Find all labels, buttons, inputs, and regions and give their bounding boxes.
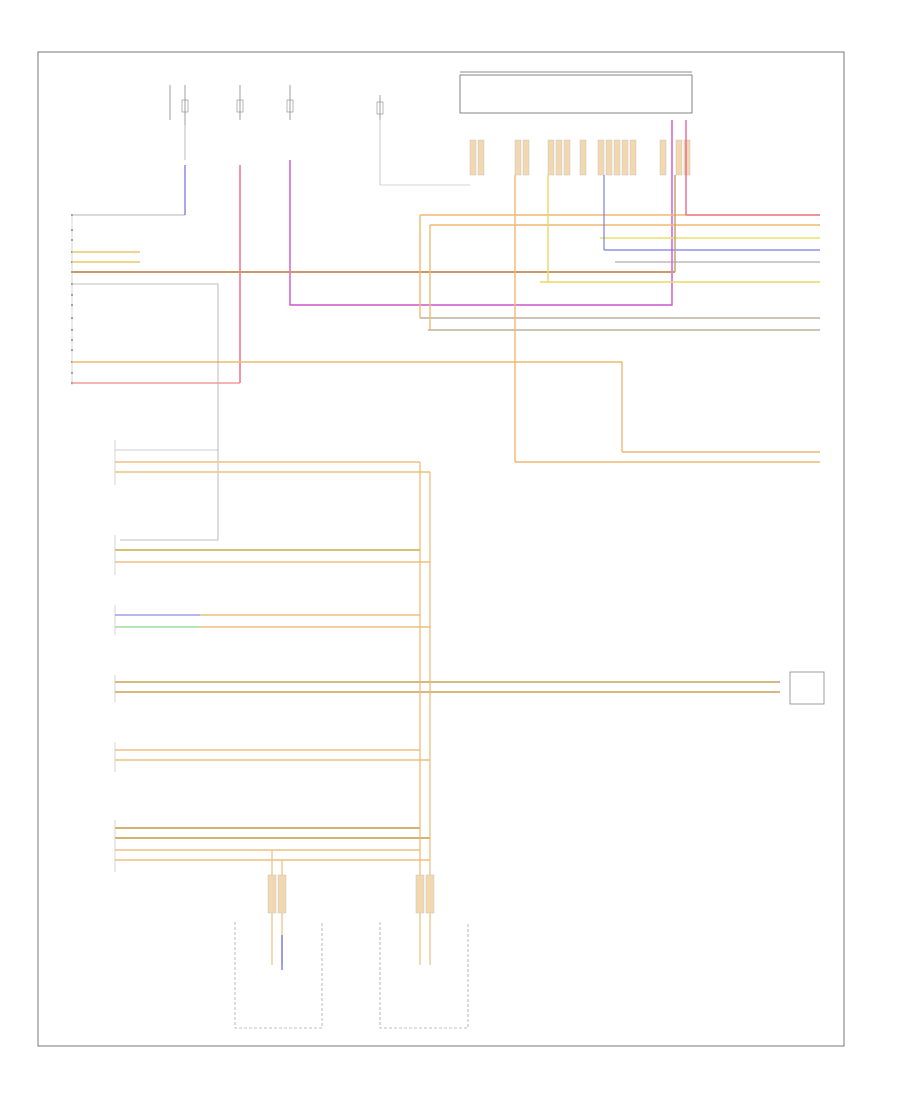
wire-orange-group-top	[72, 120, 820, 463]
wire-grey-1	[72, 283, 219, 541]
wire-blue-1	[72, 165, 186, 216]
left-bottom-connector	[234, 850, 323, 1029]
control-unit-pins	[469, 139, 691, 176]
module-5	[114, 742, 430, 772]
fuse-group-3	[376, 95, 470, 186]
right-unit	[789, 671, 825, 705]
diagram-frame	[37, 51, 845, 1047]
module-1	[114, 440, 430, 485]
wire-red-1	[72, 165, 241, 384]
right-bottom-connector	[379, 860, 469, 1029]
main-connector-pins	[71, 214, 73, 385]
fuse-group-1	[169, 85, 189, 160]
fuse-group-2	[236, 85, 294, 120]
wire-trunk-vertical	[419, 462, 431, 870]
module-4	[114, 675, 780, 702]
control-unit-box	[459, 71, 693, 114]
module-3	[114, 605, 430, 635]
module-2	[114, 535, 430, 575]
wire-magenta-1	[289, 120, 673, 306]
